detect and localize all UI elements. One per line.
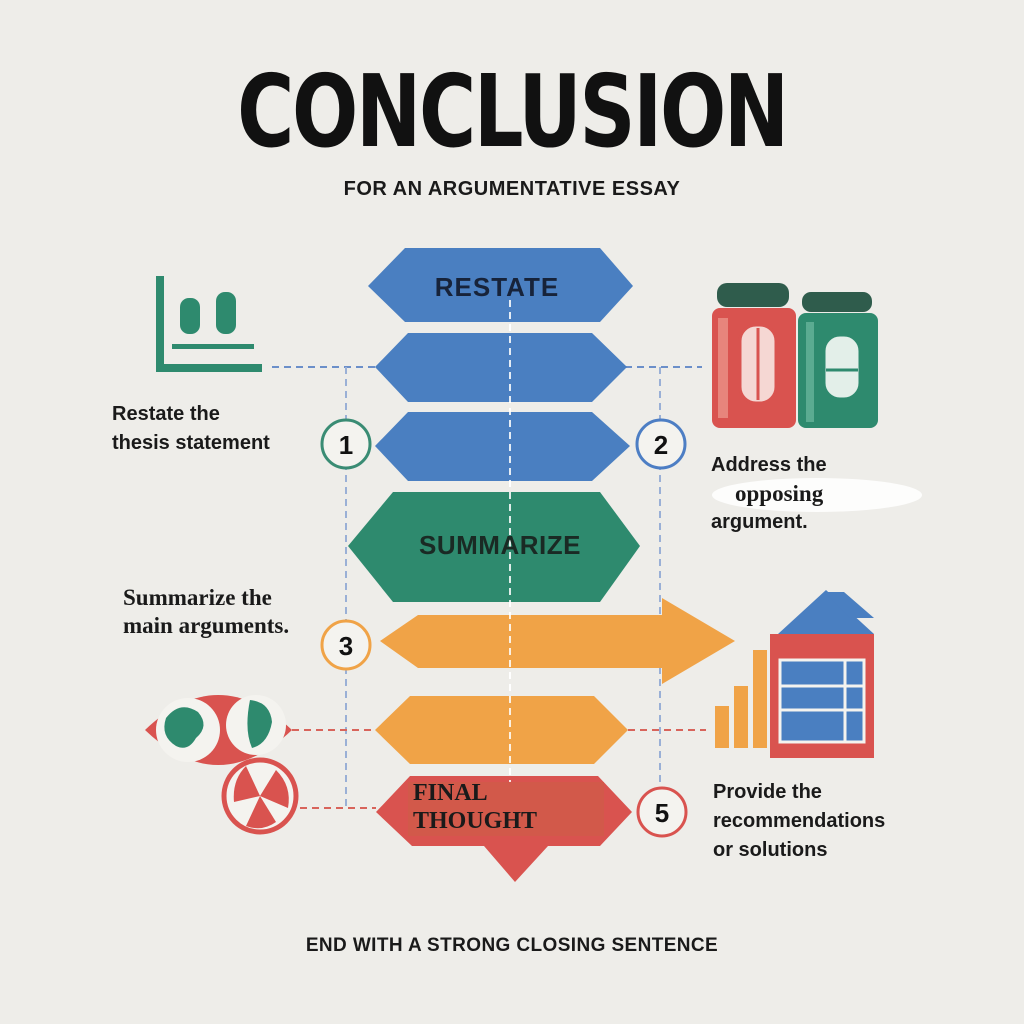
caption-smudge (712, 478, 922, 512)
house-window (778, 658, 866, 744)
pie-slice-2 (260, 770, 289, 808)
step-badge-5: 5 (636, 786, 688, 838)
summarize-banner (348, 492, 640, 602)
bar-chart-bar-1 (180, 298, 200, 334)
final-thought-line1: FINAL (413, 780, 488, 806)
bar-chart-axis-h (156, 364, 262, 372)
step-badge-1: 1 (320, 418, 372, 470)
house-roof (778, 590, 874, 634)
step-2-line3: argument. (711, 511, 808, 533)
pie-slice-1 (233, 766, 260, 802)
globe-left-land (164, 707, 204, 748)
step-5-line2: recommendations (713, 810, 886, 832)
restate-label: RESTATE (435, 272, 559, 302)
step-5-caption: Provide the recommendations or solutions (713, 778, 885, 865)
step-badge-3: 3 (320, 619, 372, 671)
step-badge-2: 2 (635, 418, 687, 470)
step-badge-2-ring (635, 418, 687, 470)
step-5-line1: Provide the (713, 781, 822, 803)
building-red-stripe (718, 318, 728, 418)
bar-chart-axis-v (156, 276, 164, 372)
restate-banner (368, 248, 633, 322)
final-thought-label: FINAL THOUGHT (413, 779, 537, 835)
pie-chart-icon (221, 757, 299, 835)
step-badge-5-number: 5 (655, 798, 669, 828)
step-1-caption: Restate the thesis statement (112, 400, 270, 458)
building-green-roof (802, 292, 872, 312)
step-5-line3: or solutions (713, 839, 828, 861)
house-bar-3 (753, 650, 767, 748)
step-3-line1: Summarize the (123, 585, 272, 610)
buildings-icon (712, 283, 878, 428)
house-bar-2 (734, 686, 748, 748)
step-2-line1: Address the (711, 454, 827, 476)
globe-eye-icon (145, 695, 292, 765)
closing-sentence-footer: END WITH A STRONG CLOSING SENTENCE (305, 935, 719, 956)
final-thought-line2: THOUGHT (413, 808, 538, 834)
blue-banner-2 (375, 333, 627, 402)
step-1-line1: Restate the (112, 403, 220, 425)
step-badge-2-number: 2 (654, 430, 668, 460)
bar-chart-bar-2 (216, 292, 236, 334)
step-badge-3-number: 3 (339, 631, 353, 661)
step-2-line2: opposing (735, 481, 824, 506)
page-subtitle: FOR AN ARGUMENTATIVE ESSAY (343, 178, 681, 200)
house-chart-icon (715, 590, 874, 758)
globe-right-land (247, 700, 272, 748)
step-badge-5-ring (636, 786, 688, 838)
step-3-caption: Summarize the main arguments. (123, 584, 289, 640)
orange-banner-2 (375, 696, 628, 764)
step-2-caption: Address the opposing argument. (711, 451, 827, 537)
pie-slice-3 (246, 796, 276, 829)
building-green-stripe (806, 322, 814, 422)
step-badge-3-ring (320, 619, 372, 671)
bar-chart-icon (156, 276, 262, 372)
orange-arrow-banner (380, 598, 735, 684)
house-bar-1 (715, 706, 729, 748)
step-badge-1-ring (320, 418, 372, 470)
building-green-window (822, 333, 862, 401)
final-thought-label-patch (408, 782, 604, 836)
blue-banner-3 (375, 412, 630, 481)
step-3-line2: main arguments. (123, 613, 290, 638)
summarize-label: SUMMARIZE (419, 530, 581, 560)
house-roof-flag (824, 592, 874, 618)
building-red-roof (717, 283, 789, 307)
bar-chart-baseline (172, 344, 254, 349)
page-title: CONCLUSION (237, 53, 789, 170)
step-1-line2: thesis statement (112, 432, 270, 454)
step-badge-1-number: 1 (339, 430, 353, 460)
